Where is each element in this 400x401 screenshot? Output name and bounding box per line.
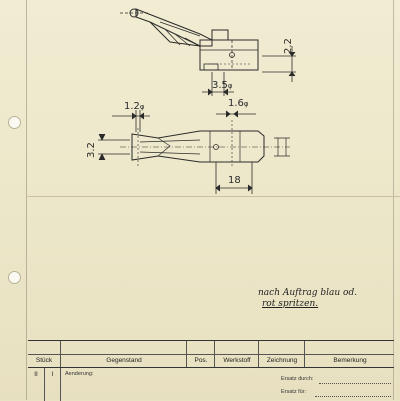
dimension-height	[262, 46, 296, 82]
header-gegenstand: Gegenstand	[60, 354, 187, 367]
punch-hole-top	[8, 116, 21, 129]
header-werkstoff: Werkstoff	[214, 354, 259, 367]
note-line-1: nach Auftrag blau od.	[258, 288, 358, 298]
row1-col-b: I	[44, 368, 60, 401]
table-header-row: Stück Gegenstand Pos. Werkstoff Zeichnun…	[28, 354, 394, 368]
dim-label-height: 2.2	[283, 38, 294, 54]
dimension-hole-small	[112, 110, 150, 132]
parts-table: Stück Gegenstand Pos. Werkstoff Zeichnun…	[28, 340, 394, 401]
aenderung-label: Aenderung:	[65, 371, 94, 377]
table-row: II I Aenderung: Ersatz durch: Ersatz für…	[28, 368, 394, 401]
punch-hole-bottom	[8, 271, 21, 284]
note-line-2: rot spritzen.	[262, 299, 319, 309]
binding-margin-line	[26, 0, 27, 400]
lower-view-part	[120, 120, 290, 166]
dim-label-length: 18	[228, 175, 241, 186]
header-bemerkung: Bemerkung	[304, 354, 395, 367]
dimension-length	[215, 162, 253, 194]
ersatz-fuer-line	[315, 396, 391, 397]
paper-fold-line	[26, 196, 400, 197]
ersatz-fuer-label: Ersatz für:	[281, 389, 307, 395]
ersatz-durch-line	[319, 383, 391, 384]
dim-label-side: 3.2	[86, 142, 97, 158]
dim-label-hole-small: 1.2φ	[124, 101, 145, 112]
row1-col-a: II	[34, 371, 38, 378]
frame-border-right	[393, 0, 394, 400]
header-pos: Pos.	[186, 354, 215, 367]
dim-label-hole-large: 1.6φ	[228, 98, 249, 109]
dim-label-width-top: 3.5φ	[212, 80, 233, 91]
table-row-blank	[28, 341, 394, 355]
painting-note: nach Auftrag blau od. rot spritzen.	[258, 288, 357, 310]
header-stueck: Stück	[35, 357, 53, 364]
dimension-width-top	[202, 72, 234, 96]
upper-view-part	[120, 8, 259, 71]
ersatz-durch-label: Ersatz durch:	[281, 376, 314, 382]
header-zeichnung: Zeichnung	[258, 354, 305, 367]
dimension-side	[98, 133, 130, 161]
dimension-hole-large	[216, 110, 256, 118]
